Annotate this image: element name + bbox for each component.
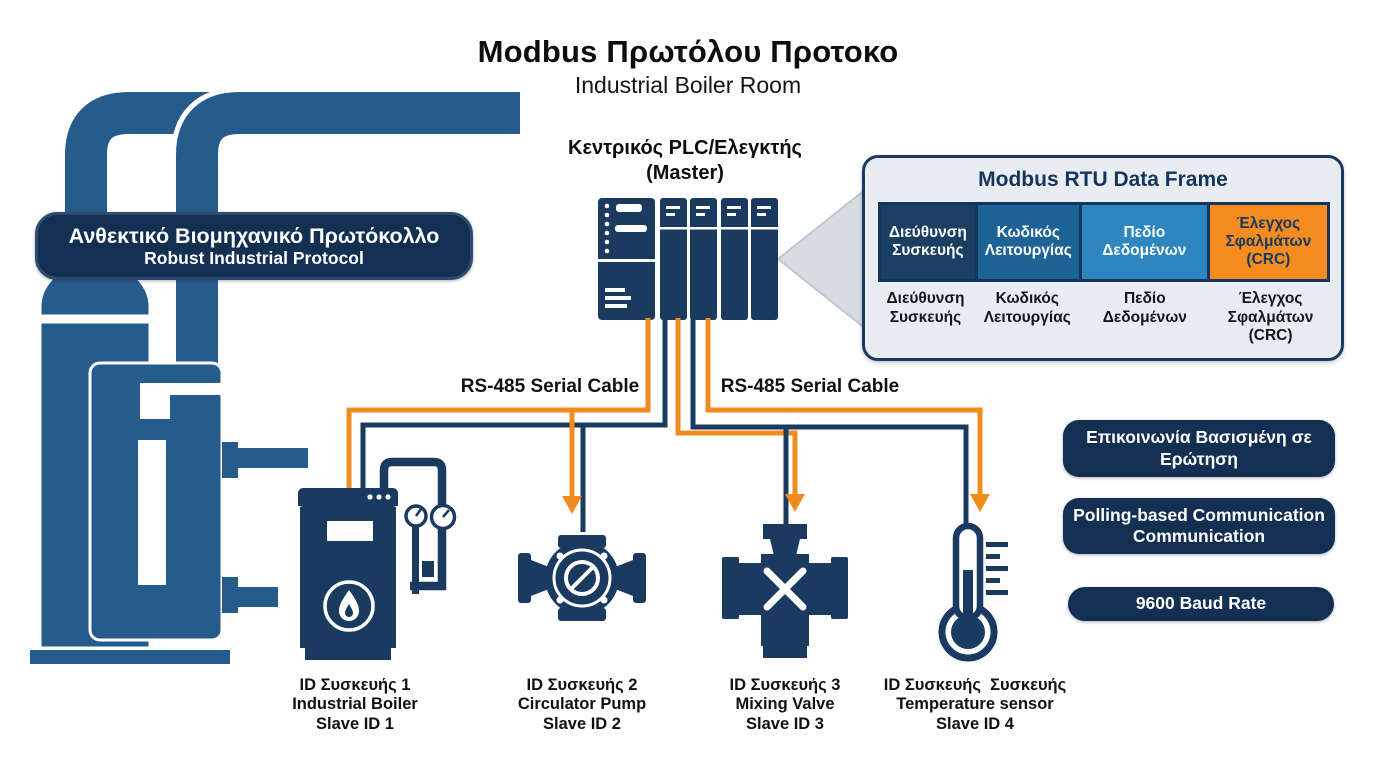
wire-navy-right [690, 318, 969, 532]
frame-caption-data: Πεδίο Δεδομένων [1102, 290, 1187, 326]
device-slave-id: Slave ID 1 [316, 714, 394, 733]
device-id: ID Συσκευής 3 [729, 676, 841, 694]
wire-orange-valve [675, 318, 798, 496]
plc-icon [598, 198, 778, 320]
device-name: Temperature sensor [896, 695, 1054, 714]
frame-captions-row: Διεύθυνση Συσκευής Κωδικός Λειτουργίας Π… [878, 290, 1330, 346]
arrow-down-icon [562, 496, 582, 514]
device-name: Circulator Pump [517, 695, 647, 714]
wire-navy-left [360, 318, 668, 500]
arrow-down-icon [785, 494, 805, 512]
rs485-label-right: RS-485 Serial Cable [720, 376, 900, 397]
plc-module-icon [660, 198, 778, 320]
badge-polling-greek: Επικοινωνία Βασισμένη σε Ερώτηση [1063, 420, 1335, 477]
page-title: Modbus Πρωτόλου Προτοκο [477, 34, 899, 69]
arrow-down-icon [970, 494, 990, 512]
device-name: Mixing Valve [735, 695, 835, 714]
badge-line: Polling-based Communication [1073, 504, 1325, 525]
frame-caption-address: Διεύθυνση Συσκευής [886, 290, 965, 326]
frame-cell-function: Κωδικός Λειτουργίας [977, 205, 1079, 279]
frame-cell-address: Διεύθυνση Συσκευής [881, 205, 975, 279]
device-slave-id: Slave ID 2 [543, 714, 621, 733]
frame-cells-row: Διεύθυνση Συσκευής Κωδικός Λειτουργίας Π… [878, 202, 1330, 282]
pipes-illustration [30, 87, 520, 664]
page-subtitle: Industrial Boiler Room [574, 72, 802, 98]
pump-icon [518, 535, 646, 621]
device-label-boiler: ID Συσκευής 1 Industrial Boiler Slave ID… [250, 676, 460, 734]
plc-master-label: Κεντρικός PLC/Ελεγκτής (Master) [530, 136, 840, 186]
device-label-sensor: ID Συσκευής Συσκευής Temperature sensor … [870, 676, 1080, 734]
flame-icon [323, 580, 375, 632]
device-name: Industrial Boiler [292, 695, 418, 714]
frame-cell-data: Πεδίο Δεδομένων [1081, 205, 1207, 279]
device-id: ID Συσκευής Συσκευής [883, 676, 1067, 694]
rs485-label-left: RS-485 Serial Cable [460, 376, 640, 397]
plc-label-line2: (Master) [646, 162, 724, 184]
wire-orange-right [705, 318, 983, 496]
device-label-valve: ID Συσκευής 3 Mixing Valve Slave ID 3 [680, 676, 890, 734]
banner-greek-line: Ανθεκτικό Βιομηχανικό Πρωτόκολλο [68, 223, 440, 248]
rs485-wires [346, 318, 983, 532]
device-id: ID Συσκευής 2 [526, 676, 638, 694]
wire-arrowheads [562, 494, 990, 514]
thermometer-icon [938, 522, 1008, 662]
badge-line: Ερώτηση [1160, 448, 1238, 469]
frame-box-title: Modbus RTU Data Frame [978, 168, 1228, 191]
badge-polling-english: Polling-based Communication Communicatio… [1063, 498, 1335, 554]
badge-line: Communication [1132, 526, 1266, 546]
modbus-frame-box: Modbus RTU Data Frame Διεύθυνση Συσκευής… [862, 155, 1344, 361]
boiler-structure-icon [88, 361, 308, 642]
device-label-pump: ID Συσκευής 2 Circulator Pump Slave ID 2 [477, 676, 687, 734]
banner-english-line: Robust Industrial Protocol [144, 247, 364, 268]
badge-line: Επικοινωνία Βασισμένη σε [1086, 427, 1312, 448]
device-id: ID Συσκευής 1 [299, 676, 411, 694]
device-slave-id: Slave ID 4 [936, 714, 1014, 733]
valve-icon [722, 524, 848, 658]
frame-cell-crc: Έλεγχος Σφαλμάτων (CRC) [1209, 205, 1327, 279]
plc-label-line1: Κεντρικός PLC/Ελεγκτής [568, 137, 802, 159]
device-slave-id: Slave ID 3 [746, 714, 824, 733]
wire-orange-left [346, 318, 651, 496]
frame-caption-crc: Έλεγχος Σφαλμάτων (CRC) [1227, 290, 1314, 345]
badge-baud-rate: 9600 Baud Rate [1068, 587, 1334, 621]
badge-line: 9600 Baud Rate [1135, 593, 1267, 614]
boiler-icon [298, 455, 457, 660]
frame-caption-function: Κωδικός Λειτουργίας [983, 290, 1071, 326]
protocol-banner: Ανθεκτικό Βιομηχανικό Πρωτόκολλο Robust … [35, 212, 473, 280]
